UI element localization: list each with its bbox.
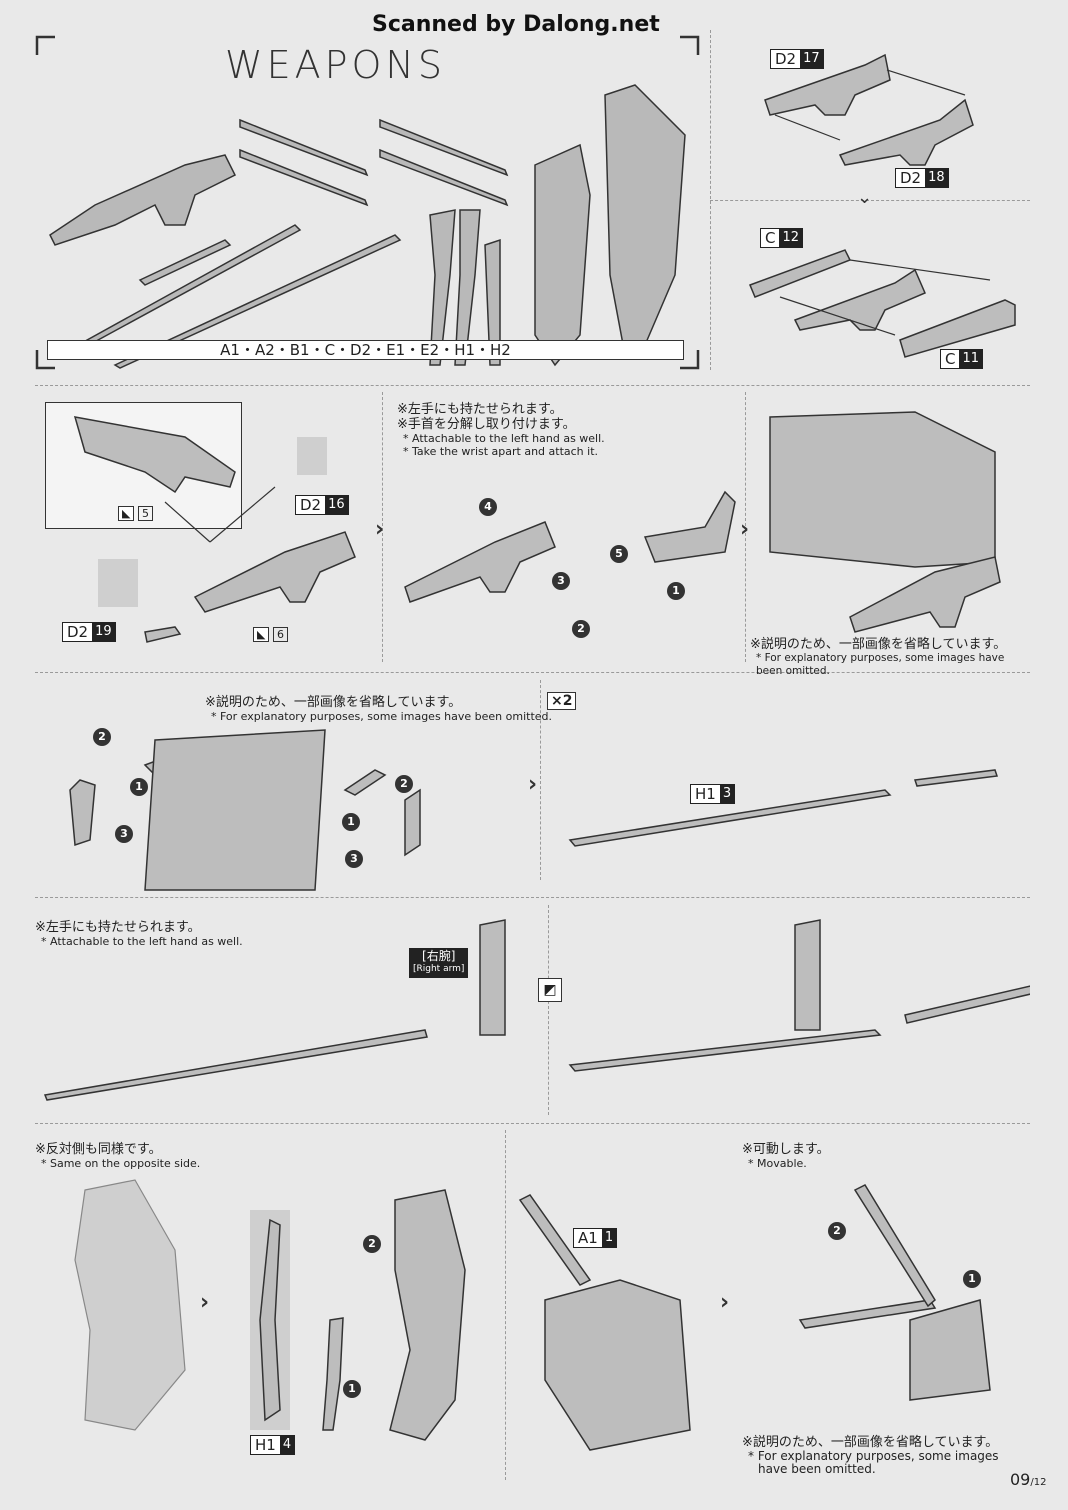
wing-step-2-icon: 2 — [828, 1222, 846, 1240]
saber-hold-note: ※左手にも持たせられます。 * Attachable to the left h… — [35, 920, 243, 948]
wing-omit-note: ※説明のため、一部画像を省略しています。 * For explanatory p… — [742, 1435, 999, 1476]
note-left-hand-jp: ※左手にも持たせられます。 — [397, 402, 563, 417]
chevron-down-icon: ⌄ — [857, 187, 873, 208]
page-current: 09 — [1010, 1470, 1031, 1489]
omit-note-en-3b: have been omitted. — [758, 1462, 876, 1476]
note-movable-jp: ※可動します。 — [742, 1142, 830, 1157]
omit-note-jp: ※説明のため、一部画像を省略しています。 — [750, 637, 1007, 652]
sticker-6-box: ◣ 6 — [253, 627, 288, 642]
saber-step-1b-icon: 1 — [342, 813, 360, 831]
omit-note-en: * For explanatory purposes, some images … — [756, 652, 1005, 677]
saber-step-panel: ※説明のため、一部画像を省略しています。 * For explanatory p… — [35, 680, 1030, 892]
step-5-icon: 5 — [610, 545, 628, 563]
sticker-5-box: ◣ 5 — [118, 506, 153, 521]
right-arm-en: [Right arm] — [413, 964, 465, 974]
saber-omit-note: ※説明のため、一部画像を省略しています。 * For explanatory p… — [205, 695, 552, 723]
parts-list: A1・A2・B1・C・D2・E1・E2・H1・H2 — [220, 341, 511, 359]
leg-step-2-icon: 2 — [363, 1235, 381, 1253]
omit-note-jp-3: ※説明のため、一部画像を省略しています。 — [742, 1435, 999, 1450]
wing-step-1-icon: 1 — [963, 1270, 981, 1288]
rifle-omit-note: ※説明のため、一部画像を省略しています。 * For explanatory p… — [750, 637, 1030, 678]
omit-note-en-2: * For explanatory purposes, some images … — [211, 710, 553, 723]
note-opposite-en: * Same on the opposite side. — [41, 1157, 201, 1170]
leg-note: ※反対側も同様です。 * Same on the opposite side. — [35, 1142, 200, 1170]
wing-step-illustration — [518, 1184, 991, 1451]
leg-step-1-icon: 1 — [343, 1380, 361, 1398]
next-step-arrow-icon-5: › — [720, 1290, 730, 1315]
omit-note-jp-2: ※説明のため、一部画像を省略しています。 — [205, 695, 462, 710]
multiplier-badge: ×2 — [547, 692, 577, 710]
saber-step-3-icon: 3 — [115, 825, 133, 843]
weapons-panel: WEAPONS A1・A2・B1・C・D2・E1・E2・H1・H2 — [35, 35, 700, 370]
saber-step-2b-icon: 2 — [395, 775, 413, 793]
step-1-icon: 1 — [667, 582, 685, 600]
note-left-hand-en: * Attachable to the left hand as well. — [403, 432, 605, 445]
saber-step-2-icon: 2 — [93, 728, 111, 746]
next-step-arrow-icon-3: › — [528, 772, 538, 797]
omit-note-en-3a: * For explanatory purposes, some images — [748, 1449, 999, 1463]
note-wrist-jp: ※手首を分解し取り付けます。 — [397, 417, 576, 432]
leg-step-illustration — [74, 1179, 466, 1441]
saber-step-illustration — [69, 729, 999, 891]
step-3-icon: 3 — [552, 572, 570, 590]
page-total: /12 — [1030, 1477, 1047, 1488]
part-icon-d2-19 — [98, 559, 138, 607]
right-arm-label: [右腕] [Right arm] — [409, 948, 469, 978]
weapons-title: WEAPONS — [225, 43, 446, 87]
note-opposite-jp: ※反対側も同様です。 — [35, 1142, 162, 1157]
saber-step-3b-icon: 3 — [345, 850, 363, 868]
scanner-watermark: Scanned by Dalong.net — [372, 12, 660, 37]
step-2-icon: 2 — [572, 620, 590, 638]
leg-step-panel: ※反対側も同様です。 * Same on the opposite side. … — [35, 1130, 505, 1480]
rifle-notes: ※左手にも持たせられます。 ※手首を分解し取り付けます。 * Attachabl… — [397, 402, 605, 458]
weapons-frame-corners — [35, 35, 700, 370]
parts-list-box: A1・A2・B1・C・D2・E1・E2・H1・H2 — [47, 340, 684, 360]
flip-icon: ◩ — [538, 978, 562, 1002]
weapons-illustration — [49, 84, 686, 369]
saber-hold-illustration — [43, 919, 1030, 1101]
step-4-icon: 4 — [479, 498, 497, 516]
saber-step-1-icon: 1 — [130, 778, 148, 796]
note-movable-en: * Movable. — [748, 1157, 807, 1170]
next-step-arrow-icon-2: › — [740, 517, 750, 542]
saber-hold-panel: ※左手にも持たせられます。 * Attachable to the left h… — [35, 905, 1030, 1117]
part-icon-d2-16 — [297, 437, 327, 475]
next-step-arrow-icon-4: › — [200, 1290, 210, 1315]
wing-movable-note: ※可動します。 * Movable. — [742, 1142, 830, 1170]
right-arm-jp: [右腕] — [422, 949, 456, 963]
note-left-hand-jp-2: ※左手にも持たせられます。 — [35, 920, 201, 935]
next-step-arrow-icon: › — [375, 517, 385, 542]
rifle-assembly-illustration — [749, 53, 1016, 358]
page-number: 09/12 — [1010, 1470, 1046, 1489]
note-left-hand-en-2: * Attachable to the left hand as well. — [41, 935, 243, 948]
rifle-step-illustration — [73, 411, 1001, 643]
note-wrist-en: * Take the wrist apart and attach it. — [403, 445, 599, 458]
